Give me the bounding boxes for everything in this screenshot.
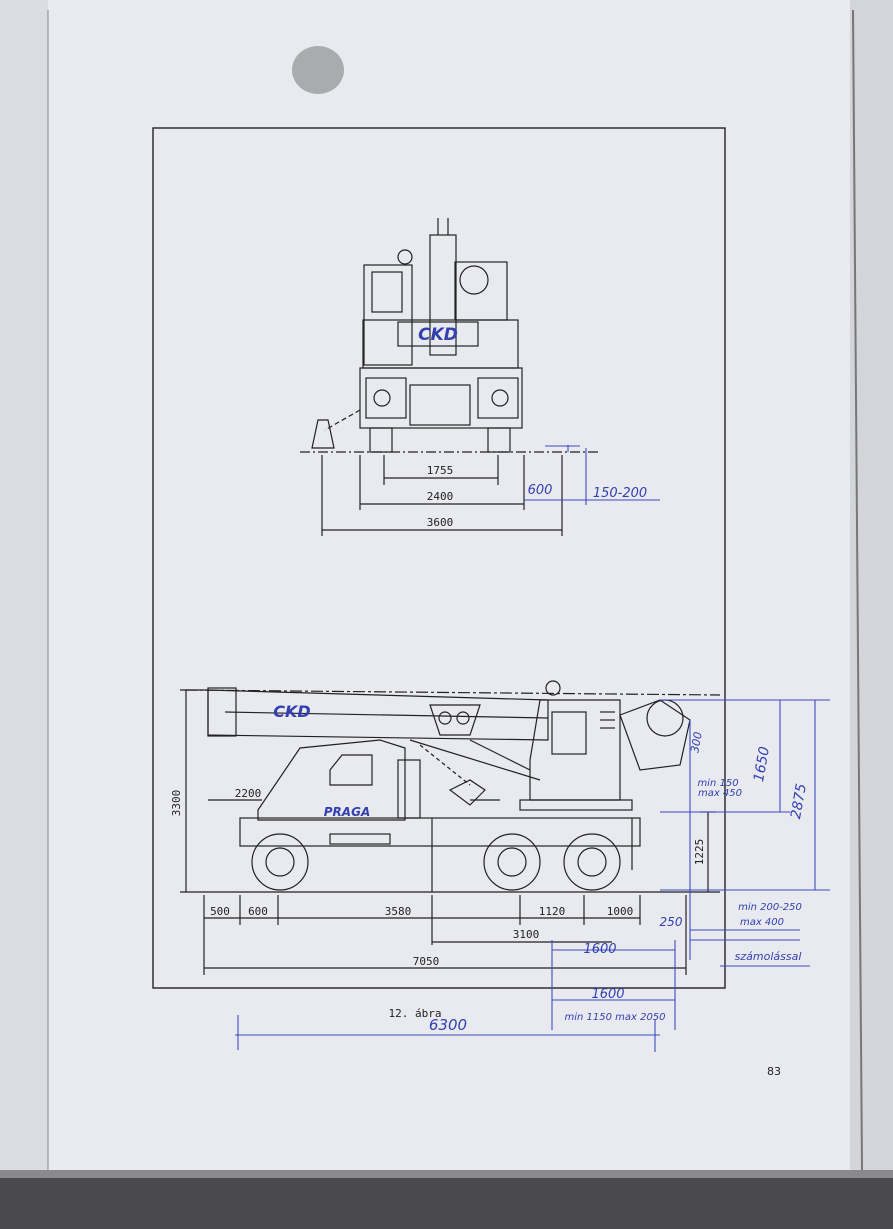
truck-brand-label: PRAGA	[324, 805, 370, 819]
dim-500: 500	[210, 905, 230, 918]
left-binding-edge	[0, 0, 48, 1229]
dim-1225: 1225	[693, 839, 706, 866]
hand-6300: 6300	[429, 1016, 467, 1034]
dim-2200: 2200	[235, 787, 262, 800]
side-dimension-lines	[180, 689, 716, 975]
hand-min-200-250: min 200-250	[738, 902, 802, 913]
side-view-crane	[180, 680, 721, 893]
hand-max-450: max 450	[698, 788, 742, 799]
page-number: 83	[767, 1065, 781, 1078]
drawing-frame	[152, 127, 726, 989]
handwritten-annotation-lines	[235, 699, 830, 1052]
hand-min-150: min 150	[697, 778, 738, 789]
dim-1120: 1120	[539, 905, 566, 918]
front-brand-label: CKD	[418, 325, 458, 345]
hand-szamolassal: számolással	[735, 950, 802, 963]
hand-1650: 1650	[751, 745, 773, 783]
hand-2875: 2875	[788, 782, 810, 820]
dim-3100: 3100	[513, 928, 540, 941]
hand-250: 250	[660, 915, 683, 929]
dim-3600: 3600	[427, 516, 454, 529]
dim-600: 600	[248, 905, 268, 918]
boom-brand-label: CKD	[273, 702, 310, 721]
bottom-shadow	[0, 1175, 893, 1229]
figure-caption: 12. ábra	[389, 1007, 442, 1020]
dim-3580: 3580	[385, 905, 412, 918]
hand-600: 600	[528, 483, 553, 498]
hand-min-max-range: min 1150 max 2050	[564, 1012, 665, 1023]
hand-300: 300	[688, 731, 704, 754]
hand-1600-b: 1600	[591, 987, 624, 1002]
dim-1755: 1755	[427, 464, 454, 477]
dim-1000: 1000	[607, 905, 634, 918]
hand-1600-a: 1600	[583, 942, 616, 957]
dim-3300: 3300	[170, 790, 183, 817]
front-dimension-lines	[321, 448, 660, 536]
dim-2400: 2400	[427, 490, 454, 503]
ink-smudge	[292, 46, 344, 94]
right-page-edge	[850, 0, 893, 1229]
hand-max-400: max 400	[740, 917, 784, 928]
hand-150-200: 150-200	[593, 486, 647, 501]
dim-7050: 7050	[413, 955, 440, 968]
front-view-crane	[300, 218, 600, 453]
